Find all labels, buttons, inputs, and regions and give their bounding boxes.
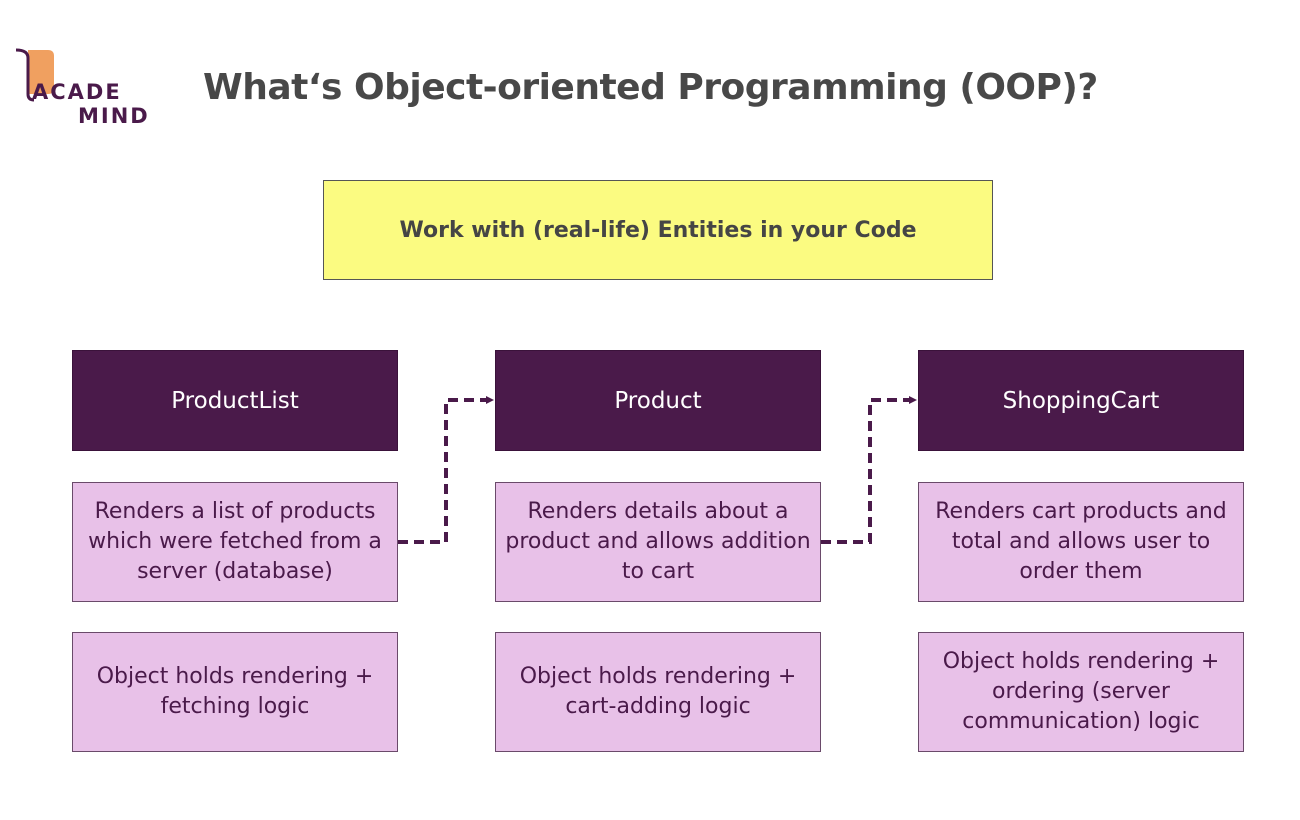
top-concept-box: Work with (real-life) Entities in your C… — [323, 180, 993, 280]
productlist-header: ProductList — [72, 350, 398, 451]
scroll-icon — [15, 48, 54, 102]
shoppingcart-description: Renders cart products and total and allo… — [918, 482, 1244, 602]
product-header: Product — [495, 350, 821, 451]
shoppingcart-header: ShoppingCart — [918, 350, 1244, 451]
productlist-description: Renders a list of products which were fe… — [72, 482, 398, 602]
logo-text-line2: MIND — [78, 104, 150, 128]
connector-productlist-to-product — [398, 396, 494, 544]
productlist-logic: Object holds rendering + fetching logic — [72, 632, 398, 752]
product-logic: Object holds rendering + cart-adding log… — [495, 632, 821, 752]
logo-text-line1: ACADE — [32, 80, 122, 104]
connector-product-to-shoppingcart — [821, 396, 917, 544]
product-description: Renders details about a product and allo… — [495, 482, 821, 602]
academind-logo: ACADE MIND — [14, 48, 164, 130]
page-title: What‘s Object-oriented Programming (OOP)… — [203, 67, 1098, 108]
shoppingcart-logic: Object holds rendering + ordering (serve… — [918, 632, 1244, 752]
